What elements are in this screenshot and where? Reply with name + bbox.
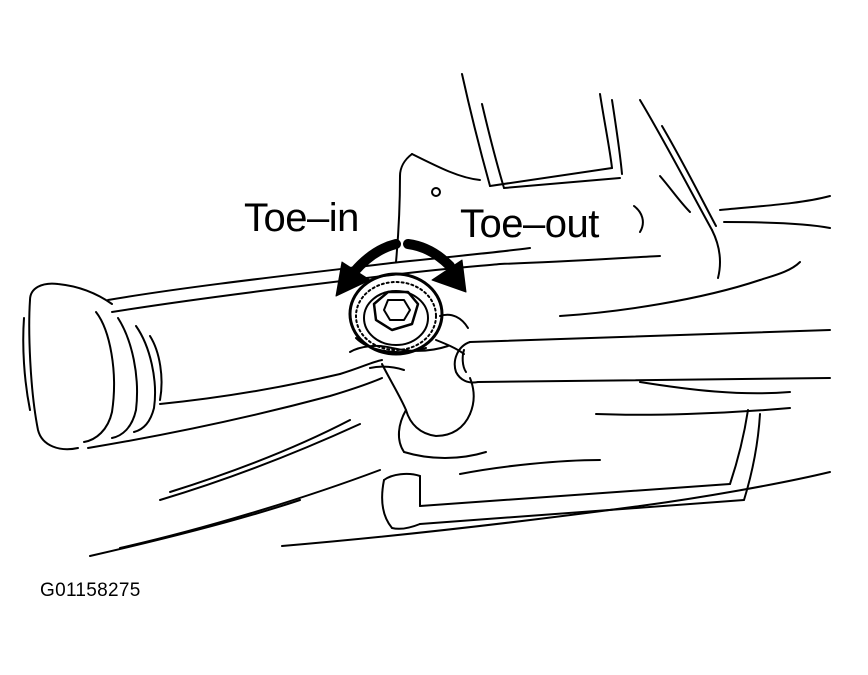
upper-bracket — [395, 73, 721, 279]
toe-out-arrow — [403, 239, 467, 293]
toe-out-label: Toe–out — [460, 202, 599, 246]
side-member — [499, 195, 831, 416]
lower-frame — [281, 409, 831, 547]
figure-id-label: G01158275 — [40, 580, 141, 601]
cam-bolt — [348, 272, 444, 356]
rubber-boot — [22, 282, 163, 451]
toe-in-arrow — [335, 239, 401, 297]
toe-in-label: Toe–in — [244, 196, 359, 240]
bushing-housing — [349, 313, 487, 459]
tie-rod — [453, 329, 831, 384]
